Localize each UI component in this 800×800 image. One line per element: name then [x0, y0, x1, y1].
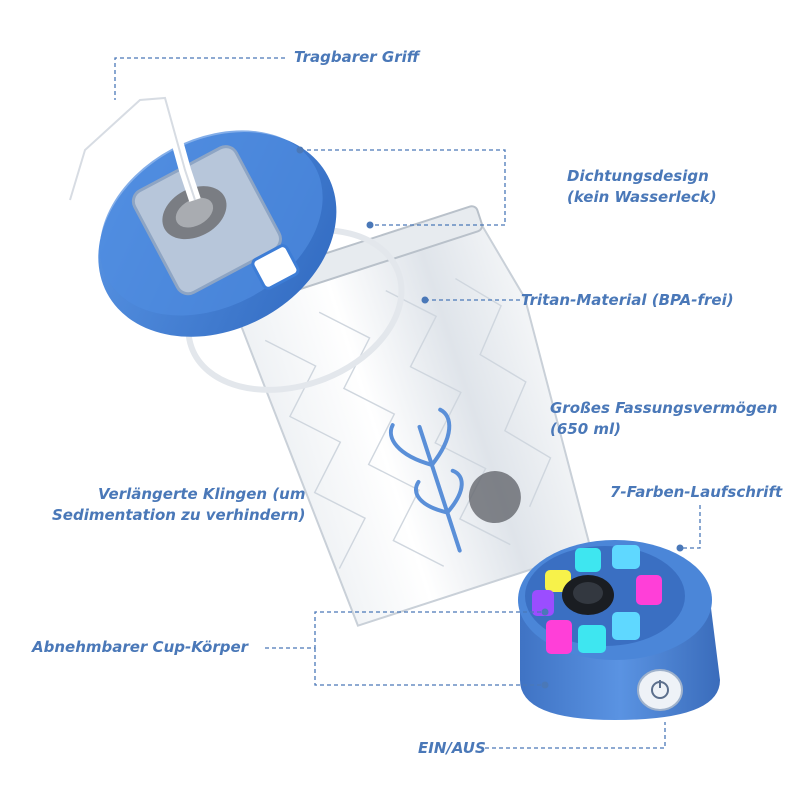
label-blades: Verlängerte Klingen (um Sedimentation zu…: [52, 484, 305, 526]
label-handle: Tragbarer Griff: [294, 48, 420, 66]
label-cup-body: Abnehmbarer Cup-Körper: [32, 638, 249, 656]
label-capacity-line2: (650 ml): [550, 420, 622, 438]
label-capacity: Großes Fassungsvermögen (650 ml): [550, 398, 778, 440]
power-button: [637, 669, 683, 711]
label-power: EIN/AUS: [418, 739, 486, 757]
label-seal-line2: (kein Wasserleck): [567, 188, 717, 206]
label-light: 7-Farben-Laufschrift: [610, 483, 783, 501]
label-blades-line1: Verlängerte Klingen (um: [98, 485, 306, 503]
blade-icon: [389, 407, 464, 553]
label-material: Tritan-Material (BPA-frei): [521, 291, 734, 309]
light-ring-icon: [532, 545, 662, 654]
base: [518, 540, 720, 720]
label-seal: Dichtungsdesign (kein Wasserleck): [567, 166, 717, 208]
label-seal-line1: Dichtungsdesign: [567, 167, 709, 185]
label-capacity-line1: Großes Fassungsvermögen: [550, 399, 778, 417]
cup-body: [225, 205, 593, 627]
label-blades-line2: Sedimentation zu verhindern): [52, 506, 306, 524]
